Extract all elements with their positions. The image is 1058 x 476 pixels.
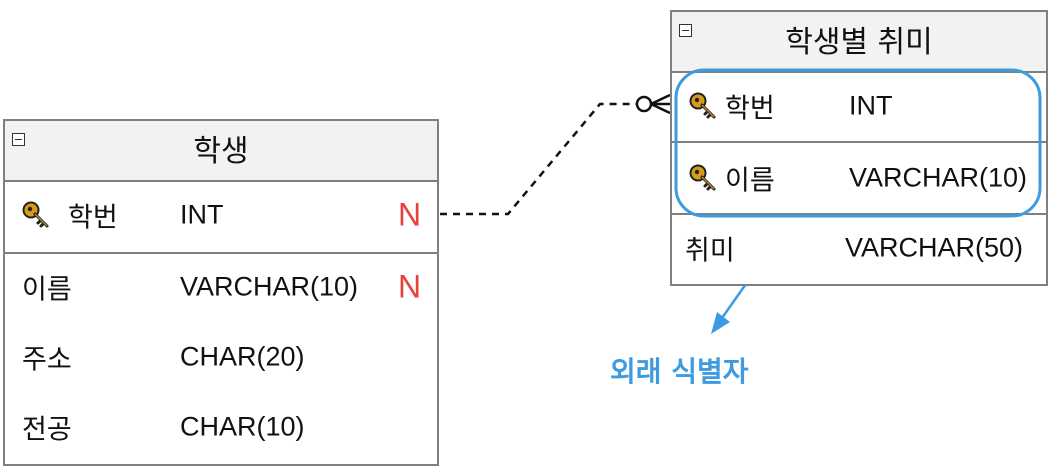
- key-icon: [689, 92, 716, 119]
- hobby-pk-row[interactable]: 이름 VARCHAR(10): [672, 143, 1046, 213]
- student-pk-row[interactable]: 학번 INT N: [5, 180, 437, 250]
- hobby-attribute-row[interactable]: 취미 VARCHAR(50): [672, 213, 1046, 283]
- hobby-pk-section: 학번 INT 이름 VARCHAR(10): [672, 71, 1046, 215]
- hobby-entity-title: 학생별 취미: [785, 25, 933, 60]
- collapse-icon[interactable]: [12, 133, 25, 146]
- not-null-marker: N: [398, 268, 422, 305]
- not-null-marker: N: [398, 196, 422, 233]
- student-attribute-row[interactable]: 주소 CHAR(20): [5, 322, 437, 392]
- student-entity[interactable]: 학생 학번 INT N 이름 VARCHAR(10) N 주소 CHAR(20)…: [3, 119, 439, 466]
- attribute-type: VARCHAR(10): [849, 162, 1028, 193]
- attribute-name: 학번: [725, 93, 775, 125]
- hobby-entity-header[interactable]: 학생별 취미: [672, 12, 1046, 73]
- crowfoot-zero-many-marker: [635, 93, 671, 115]
- attribute-name: 학번: [68, 202, 118, 234]
- student-attribute-row[interactable]: 이름 VARCHAR(10) N: [5, 252, 437, 322]
- key-icon: [689, 164, 716, 191]
- attribute-name: 이름: [725, 165, 775, 197]
- collapse-icon[interactable]: [679, 24, 692, 37]
- student-entity-header[interactable]: 학생: [5, 121, 437, 182]
- attribute-name: 주소: [22, 344, 72, 376]
- student-entity-title: 학생: [193, 134, 249, 169]
- hobby-entity[interactable]: 학생별 취미 학번 INT 이름 VARCHAR(10) 취미 VARC: [670, 10, 1048, 286]
- attribute-name: 전공: [22, 414, 72, 446]
- attribute-name: 이름: [22, 274, 72, 306]
- attribute-type: CHAR(20): [180, 341, 305, 372]
- attribute-type: INT: [849, 90, 893, 121]
- attribute-type: INT: [180, 199, 224, 230]
- foreign-identifier-label: 외래 식별자: [610, 355, 749, 388]
- hobby-pk-row[interactable]: 학번 INT: [672, 71, 1046, 143]
- relationship-line[interactable]: [440, 102, 636, 216]
- student-attribute-row[interactable]: 전공 CHAR(10): [5, 392, 437, 462]
- key-icon: [22, 201, 49, 228]
- attribute-type: VARCHAR(10): [180, 271, 359, 302]
- attribute-type: CHAR(10): [180, 411, 305, 442]
- attribute-type: VARCHAR(50): [845, 232, 1024, 263]
- student-pk-section: 학번 INT N: [5, 180, 437, 254]
- attribute-name: 취미: [685, 235, 735, 267]
